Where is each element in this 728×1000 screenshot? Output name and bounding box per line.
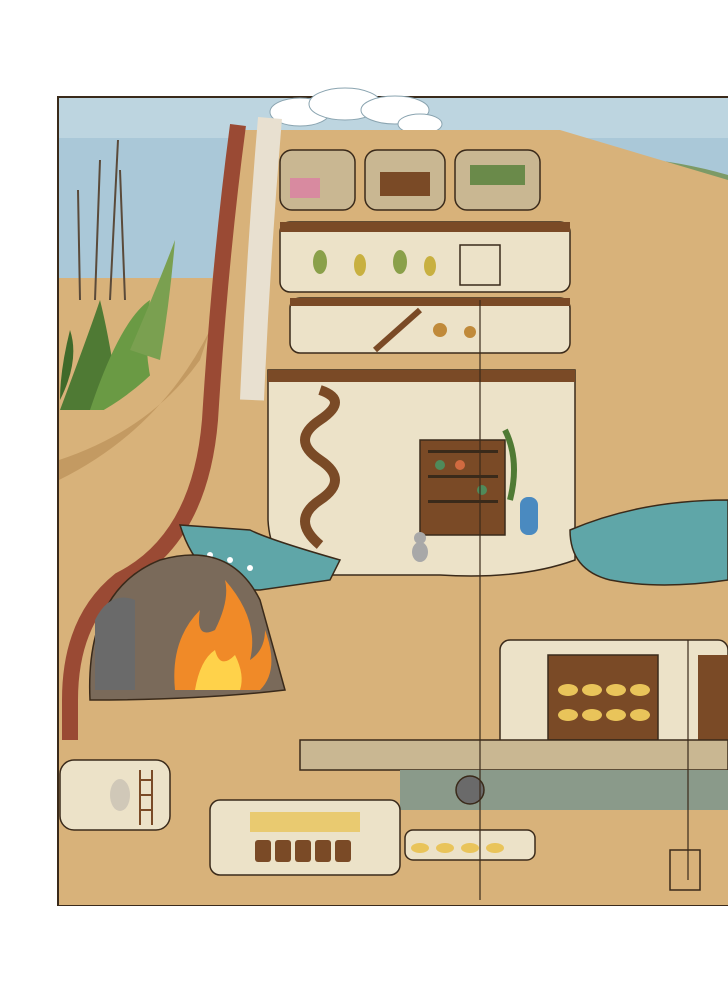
attic-rooms <box>279 149 541 211</box>
hearth <box>88 554 286 701</box>
lantern-icon <box>459 244 501 286</box>
cellar <box>209 799 536 876</box>
cheese-wheel-icon <box>558 684 650 721</box>
bucket-icon <box>669 849 701 891</box>
dresser-icon <box>419 439 506 536</box>
ladder-icon <box>139 770 153 825</box>
lower-corridor <box>299 739 728 810</box>
barrel-icon <box>255 840 351 862</box>
pantry-room <box>279 221 571 293</box>
main-kitchen <box>267 369 576 577</box>
cloud-icon <box>269 87 443 135</box>
pond <box>569 499 728 586</box>
spiral-staircase-icon <box>300 385 340 549</box>
mouse-icon <box>412 532 428 562</box>
cheese-storerooms <box>499 639 728 751</box>
chimney-flue <box>62 116 282 740</box>
flame-icon <box>174 580 272 690</box>
left-cave <box>59 759 171 831</box>
kitchen-loft <box>289 297 571 354</box>
door-icon <box>520 497 538 535</box>
